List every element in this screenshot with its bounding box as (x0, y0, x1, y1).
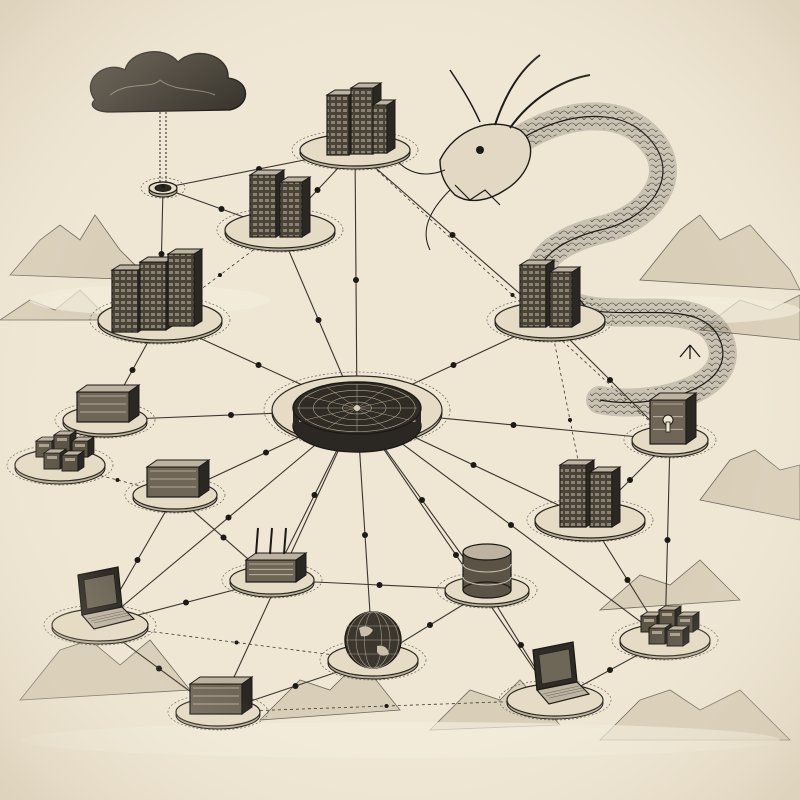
link-junction (158, 251, 165, 257)
link-junction (607, 377, 613, 383)
link-junction (510, 422, 517, 428)
server-rack-icon (188, 676, 254, 715)
link-junction (220, 534, 227, 541)
link-junction (624, 577, 631, 583)
link-junction (376, 582, 383, 588)
link-junction (453, 552, 459, 558)
lock-icon (648, 392, 698, 445)
link-junction (315, 317, 322, 323)
link-junction (228, 412, 234, 418)
link-junction (156, 665, 162, 672)
link-junction (518, 642, 524, 648)
server-rack-icon (248, 169, 312, 238)
link-junction (263, 449, 269, 456)
globe-icon (344, 611, 402, 669)
link-junction (362, 532, 368, 538)
link-junction (449, 232, 456, 238)
link-junction (225, 514, 232, 521)
link-junction (510, 293, 515, 297)
link-junction (134, 557, 141, 563)
link-junction (218, 206, 225, 212)
link-junction (664, 537, 671, 543)
link-junction (314, 187, 321, 193)
database-icon (462, 543, 512, 599)
link-junction (508, 522, 514, 528)
link-junction (627, 477, 633, 483)
link-junction (115, 478, 120, 482)
link-junction (427, 622, 433, 628)
server-rack-icon (145, 459, 211, 498)
link-junction (292, 683, 299, 689)
link-junction (234, 640, 239, 645)
link-junction (218, 273, 222, 277)
link-junction (568, 418, 572, 422)
server-rack-icon (518, 259, 582, 328)
server-rack-icon (558, 459, 622, 528)
link-junction (470, 462, 477, 468)
link-junction (353, 277, 359, 283)
link-junction (255, 362, 262, 368)
link-junction (384, 704, 389, 708)
link-junction (183, 599, 189, 606)
radar-hub-icon (292, 381, 422, 453)
link-junction (450, 362, 457, 368)
link-junction (607, 667, 613, 673)
link-junction (129, 367, 136, 373)
server-rack-icon (75, 384, 141, 423)
